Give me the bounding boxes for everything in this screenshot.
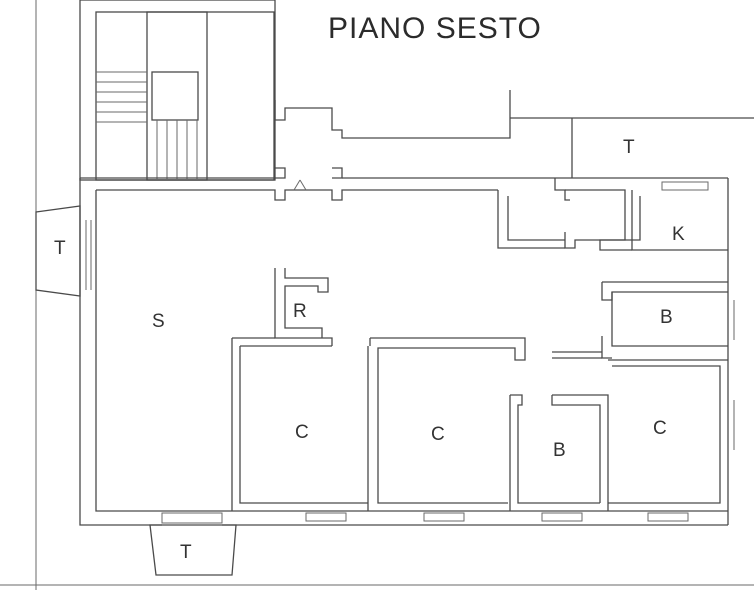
landing-walls — [274, 90, 754, 179]
door-swing — [299, 179, 307, 191]
bedroom-1-walls — [231, 337, 369, 511]
storage-walls — [274, 268, 333, 346]
bathroom-bottom-walls — [509, 394, 609, 511]
bathroom-top-walls — [552, 281, 735, 450]
service-walls — [497, 178, 728, 251]
terrace-left — [35, 205, 81, 297]
plan-title: PIANO SESTO — [328, 12, 542, 45]
room-label-b1: B — [553, 440, 566, 461]
room-label-t-top: T — [623, 137, 635, 158]
outer-walls — [79, 177, 729, 526]
door-swing — [293, 179, 301, 191]
room-label-c2: C — [431, 424, 445, 445]
room-label-r: R — [293, 301, 307, 322]
room-label-s: S — [152, 311, 165, 332]
stairwell — [79, 0, 276, 181]
room-label-t-bottom: T — [180, 542, 192, 563]
bedroom-2-walls — [369, 337, 526, 504]
terrace-bottom — [149, 524, 237, 576]
windows — [161, 512, 689, 524]
room-label-k: K — [672, 224, 685, 245]
room-label-t-left: T — [54, 238, 66, 259]
bedroom-3-walls — [608, 359, 728, 504]
room-label-b2: B — [660, 307, 673, 328]
room-label-c3: C — [653, 418, 667, 439]
room-label-c1: C — [295, 422, 309, 443]
